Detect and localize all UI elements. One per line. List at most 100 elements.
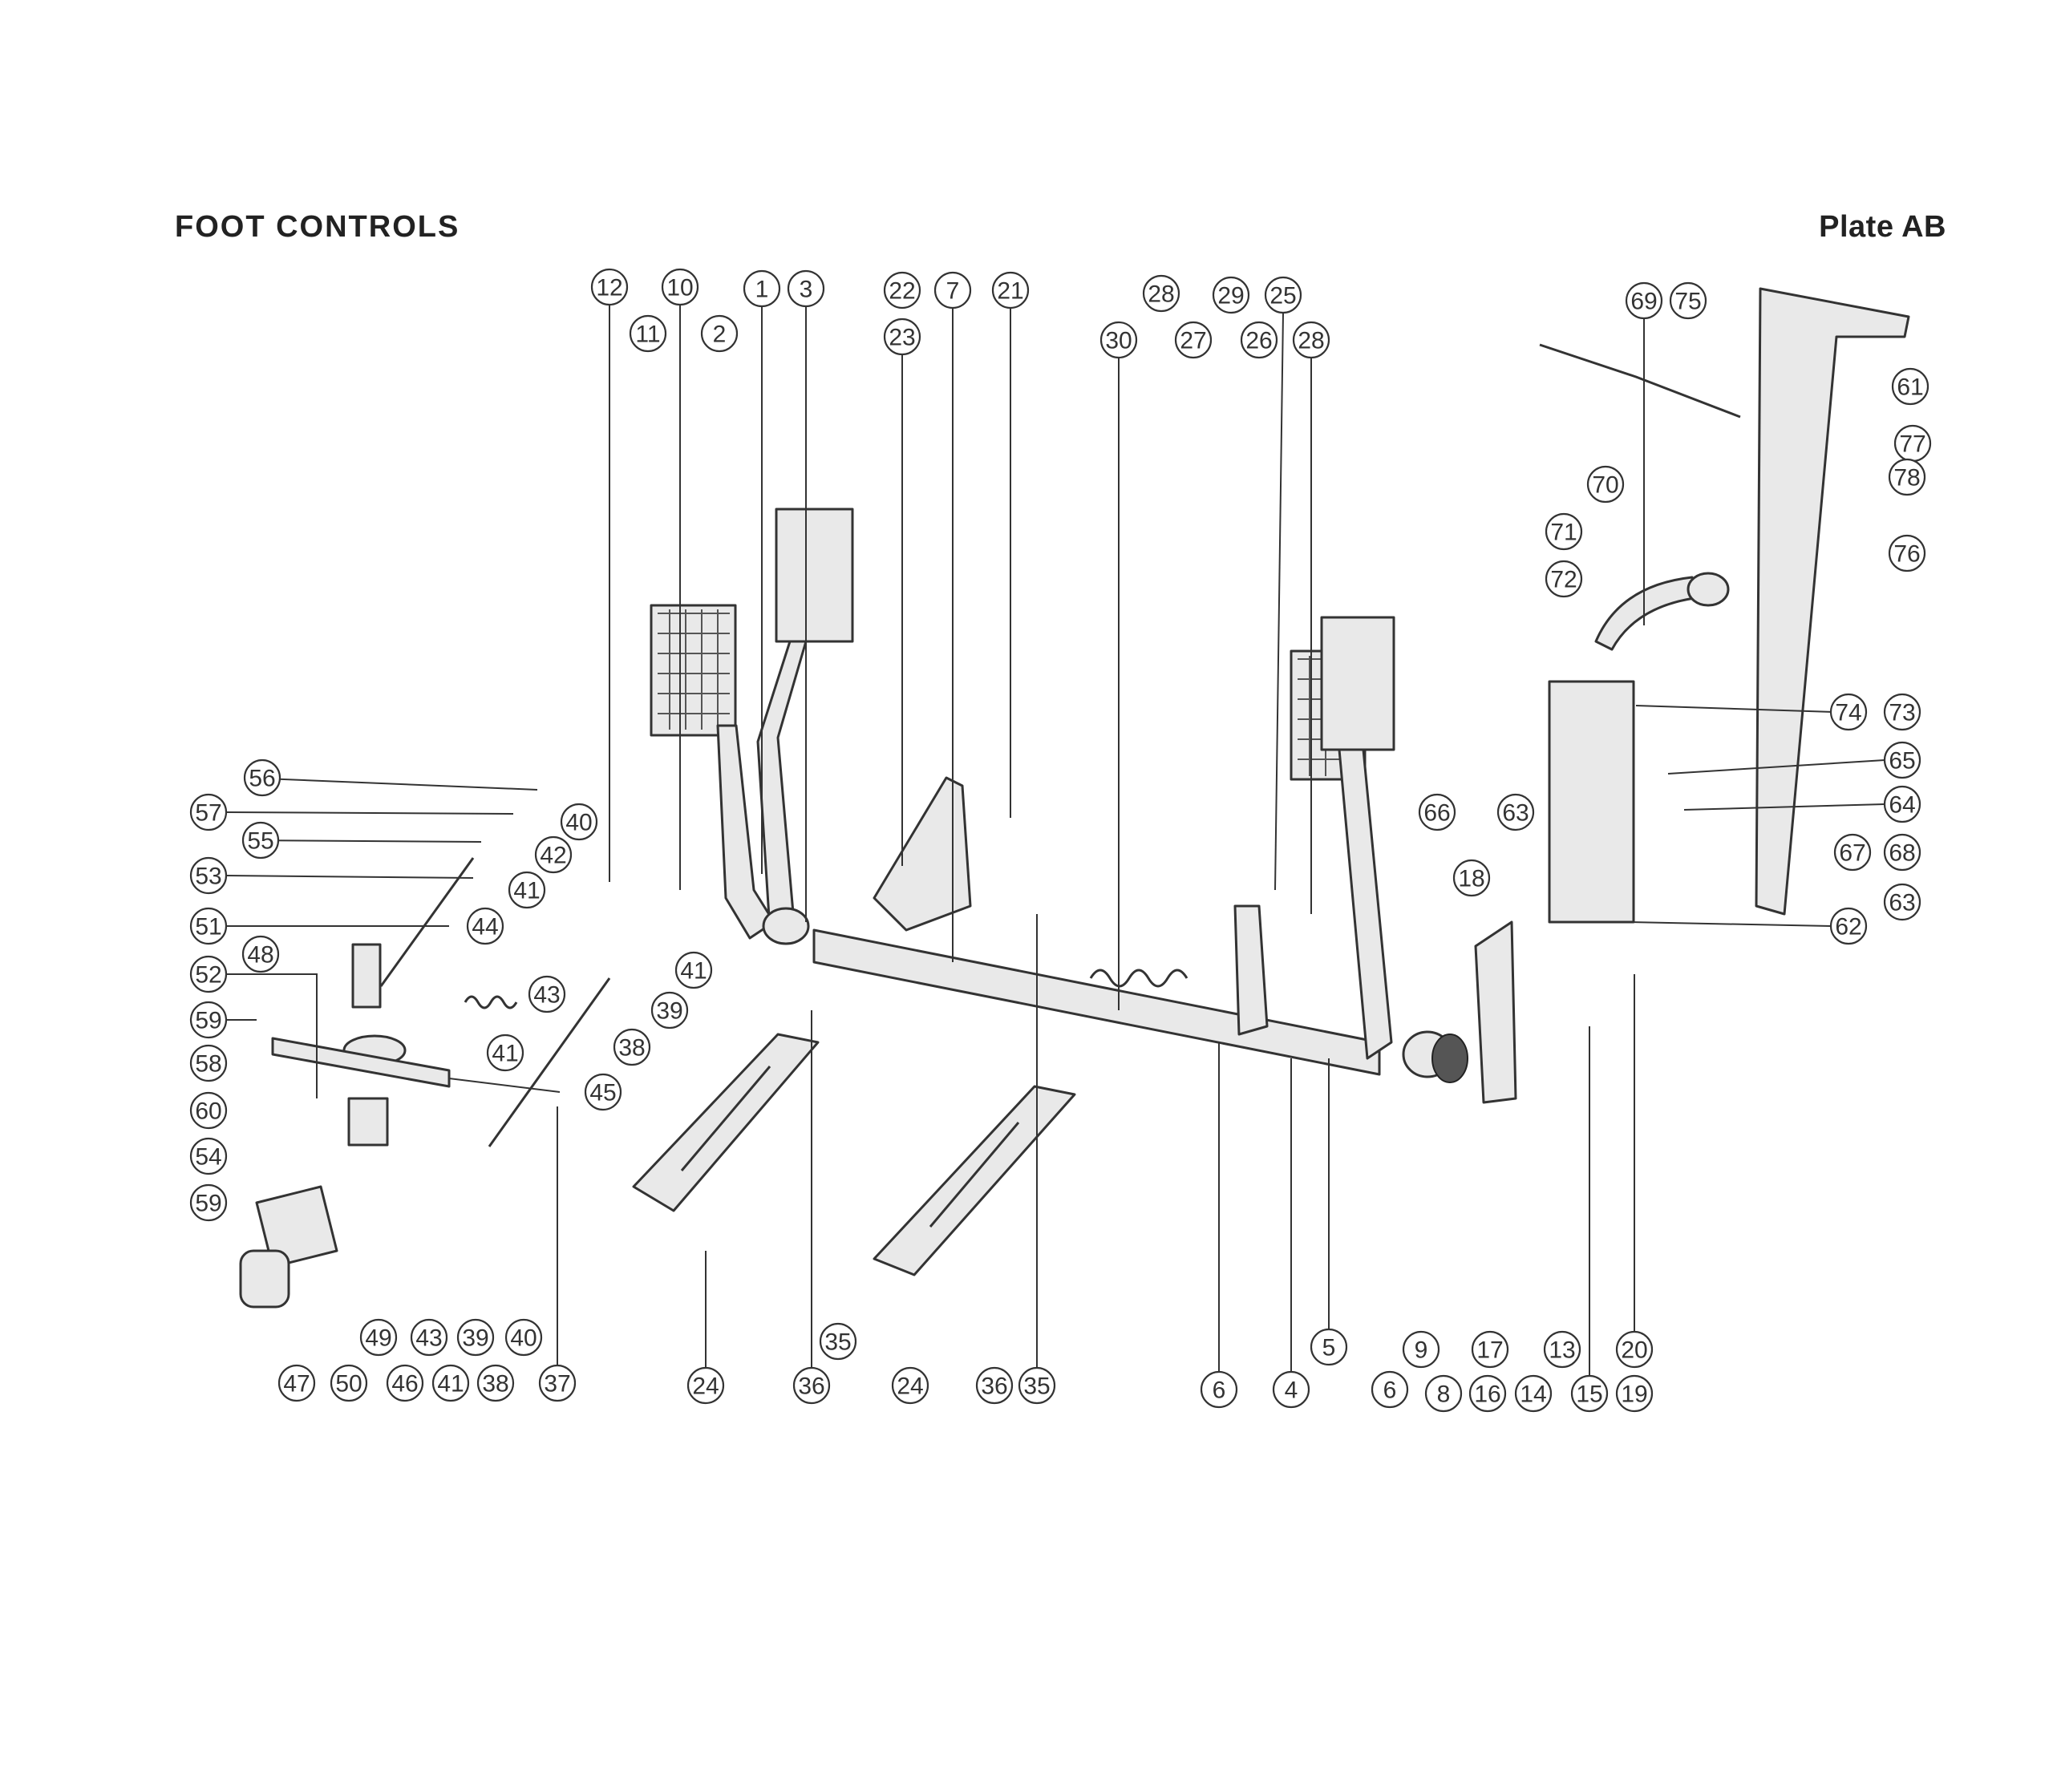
callout-6: 6 — [1200, 1370, 1238, 1409]
callout-12: 12 — [590, 268, 629, 306]
callout-circle — [661, 268, 699, 306]
callout-circle — [189, 856, 228, 895]
callout-label: 5 — [1322, 1335, 1336, 1361]
callout-label: 36 — [798, 1373, 824, 1400]
callout-6: 6 — [1371, 1370, 1409, 1409]
callout-42: 42 — [534, 835, 573, 874]
callout-circle — [189, 1091, 228, 1130]
callout-62: 62 — [1829, 907, 1868, 945]
callout-46: 46 — [386, 1364, 424, 1402]
callout-label: 49 — [365, 1325, 391, 1352]
callout-label: 7 — [946, 278, 960, 305]
callout-circle — [1240, 321, 1278, 359]
callout-label: 42 — [540, 843, 566, 869]
callout-label: 9 — [1415, 1337, 1428, 1364]
cable-75 — [1539, 343, 1741, 419]
callout-circle — [1543, 1330, 1581, 1369]
mounting-bracket-7 — [873, 776, 972, 932]
pedal-boss — [762, 907, 810, 945]
callout-11: 11 — [629, 314, 667, 353]
callout-2: 2 — [700, 314, 739, 353]
callout-circle — [476, 1364, 515, 1402]
callout-41: 41 — [486, 1034, 524, 1072]
cross-shaft — [812, 928, 1381, 1076]
callout-label: 24 — [692, 1373, 719, 1400]
callout-label: 53 — [195, 864, 221, 890]
callout-circle — [792, 1366, 831, 1405]
callout-label: 20 — [1621, 1337, 1647, 1364]
callout-71: 71 — [1545, 512, 1583, 551]
callout-circle — [1371, 1370, 1409, 1409]
callout-label: 8 — [1437, 1381, 1451, 1408]
callout-label: 22 — [889, 278, 915, 305]
callout-43: 43 — [528, 975, 566, 1013]
callout-circle — [1514, 1374, 1553, 1413]
callout-circle — [584, 1073, 622, 1111]
callout-circle — [1615, 1374, 1654, 1413]
callout-circle — [1586, 465, 1625, 504]
callout-circle — [1496, 793, 1535, 831]
callout-circle — [1452, 859, 1491, 897]
callout-circle — [189, 907, 228, 945]
callout-label: 59 — [195, 1191, 221, 1217]
callout-29: 29 — [1212, 276, 1250, 314]
callout-circle — [508, 871, 546, 909]
callout-circle — [933, 271, 972, 309]
callout-37: 37 — [538, 1364, 577, 1402]
callout-label: 65 — [1889, 748, 1915, 775]
callout-circle — [1424, 1374, 1463, 1413]
callout-circle — [431, 1364, 470, 1402]
callout-circle — [1829, 693, 1868, 731]
callout-circle — [1891, 367, 1929, 406]
callout-label: 39 — [462, 1325, 488, 1352]
callout-label: 50 — [335, 1371, 362, 1398]
callout-44: 44 — [466, 907, 504, 945]
callout-circle — [330, 1364, 368, 1402]
accelerator-arm-69 — [1594, 576, 1702, 651]
callout-54: 54 — [189, 1137, 228, 1175]
callout-label: 35 — [824, 1329, 851, 1356]
callout-39: 39 — [650, 991, 689, 1029]
callout-label: 12 — [596, 275, 622, 301]
callout-9: 9 — [1402, 1330, 1440, 1369]
callout-circle — [1099, 321, 1138, 359]
bracket-6 — [1233, 904, 1269, 1036]
callout-circle — [686, 1366, 725, 1405]
callout-label: 58 — [195, 1051, 221, 1078]
callout-8: 8 — [1424, 1374, 1463, 1413]
callout-label: 41 — [492, 1041, 518, 1067]
callout-circle — [560, 803, 598, 841]
callout-circle — [241, 935, 280, 973]
callout-28: 28 — [1142, 274, 1180, 313]
callout-circle — [189, 1137, 228, 1175]
callout-circle — [1174, 321, 1213, 359]
callout-label: 14 — [1520, 1381, 1546, 1408]
callout-63: 63 — [1496, 793, 1535, 831]
callout-circle — [787, 269, 825, 308]
callout-label: 13 — [1549, 1337, 1575, 1364]
callout-36: 36 — [792, 1366, 831, 1405]
callout-64: 64 — [1883, 785, 1921, 823]
callout-circle — [243, 758, 281, 797]
callout-circle — [1625, 281, 1663, 320]
callout-label: 73 — [1889, 700, 1915, 726]
callout-circle — [504, 1318, 543, 1357]
callout-20: 20 — [1615, 1330, 1654, 1369]
callout-circle — [1200, 1370, 1238, 1409]
floor-plate-right — [873, 1085, 1076, 1276]
callout-circle — [1468, 1374, 1507, 1413]
callout-39: 39 — [456, 1318, 495, 1357]
callout-circle — [486, 1034, 524, 1072]
callout-circle — [1018, 1366, 1056, 1405]
callout-label: 52 — [195, 962, 221, 989]
callout-circle — [613, 1028, 651, 1066]
callout-label: 55 — [247, 828, 273, 855]
callout-35: 35 — [819, 1322, 857, 1361]
callout-label: 6 — [1383, 1377, 1397, 1404]
right-pedal-pad-rear — [1320, 616, 1395, 751]
callout-label: 76 — [1893, 541, 1920, 568]
callout-circle — [466, 907, 504, 945]
callout-label: 78 — [1893, 465, 1920, 491]
callout-72: 72 — [1545, 560, 1583, 598]
callout-circle — [1883, 883, 1921, 921]
